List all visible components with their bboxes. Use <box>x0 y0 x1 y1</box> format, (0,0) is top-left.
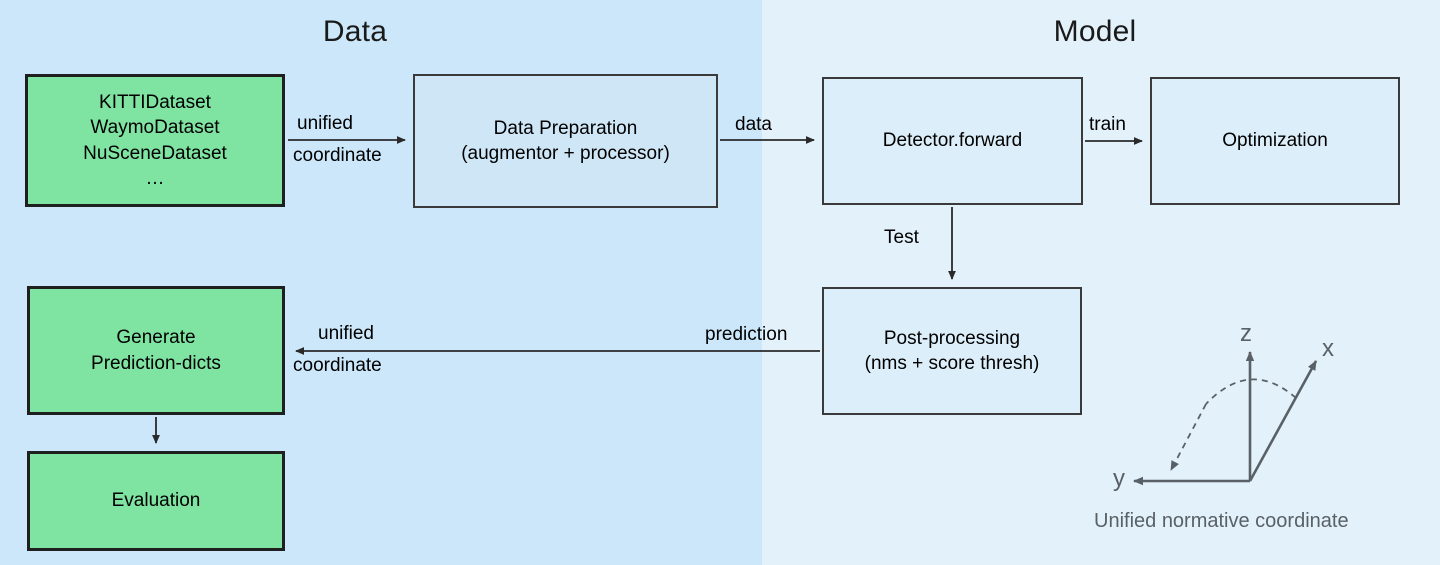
coordinate-frame-caption: Unified normative coordinate <box>1094 510 1349 532</box>
edge-label-coordinate-bottom: coordinate <box>293 355 382 376</box>
edge-label-prediction: prediction <box>705 324 788 345</box>
node-generate-prediction-dicts[interactable]: Generate Prediction-dicts <box>27 286 285 415</box>
edge-label-test: Test <box>884 227 919 248</box>
panel-title-model: Model <box>1053 15 1137 48</box>
panel-title-data: Data <box>322 15 388 48</box>
axis-label-x: x <box>1322 335 1334 362</box>
node-datasets[interactable]: KITTIDataset WaymoDataset NuSceneDataset… <box>25 74 285 207</box>
node-optimization[interactable]: Optimization <box>1150 77 1400 205</box>
edge-label-unified-top: unified <box>297 113 353 134</box>
node-evaluation[interactable]: Evaluation <box>27 451 285 551</box>
axis-label-y: y <box>1113 465 1125 492</box>
node-data-preparation[interactable]: Data Preparation (augmentor + processor) <box>413 74 718 208</box>
node-detector-forward[interactable]: Detector.forward <box>822 77 1083 205</box>
axis-label-z: z <box>1240 320 1252 347</box>
edge-label-unified-bottom: unified <box>318 323 374 344</box>
edge-label-data: data <box>735 114 772 135</box>
edge-label-train: train <box>1089 114 1126 135</box>
node-post-processing[interactable]: Post-processing (nms + score thresh) <box>822 287 1082 415</box>
edge-label-coordinate-top: coordinate <box>293 145 382 166</box>
